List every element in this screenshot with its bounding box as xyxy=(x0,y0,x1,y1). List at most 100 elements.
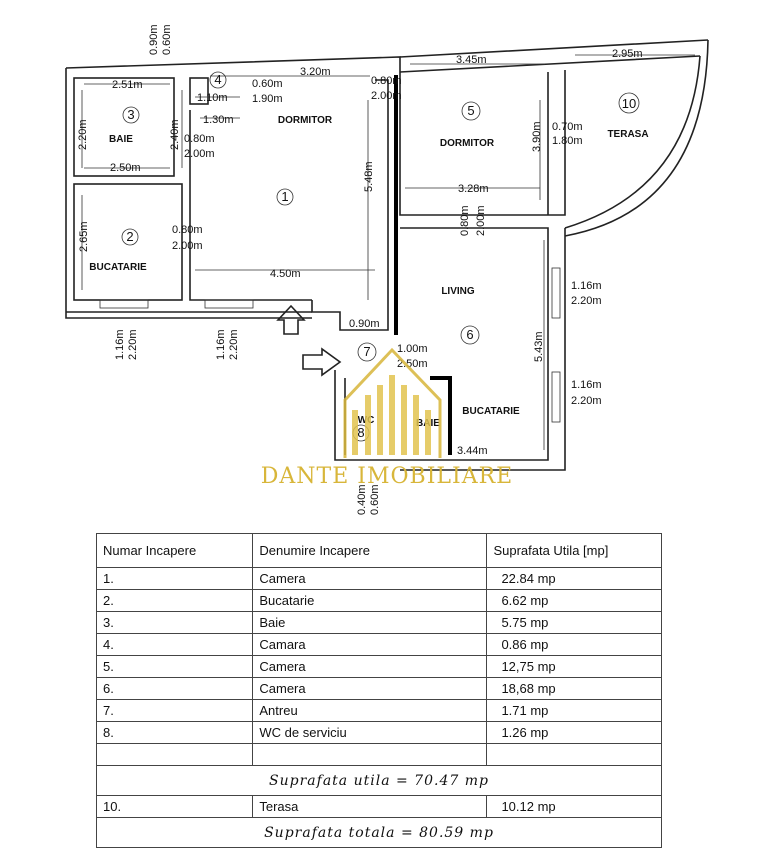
dimension-lines xyxy=(81,54,695,450)
dim-label: 2.00m xyxy=(172,240,203,252)
dim-label: 0.80m xyxy=(459,205,471,236)
dim-label: 2.51m xyxy=(112,79,143,91)
room-10-name: TERASA xyxy=(607,129,648,140)
dim-label: 3.45m xyxy=(456,54,487,66)
row-nr: 10. xyxy=(95,795,254,818)
watermark-logo-icon xyxy=(343,347,442,458)
dim-label: 2.00m xyxy=(371,90,402,102)
row-area: 12,75 mp xyxy=(501,659,556,674)
room-4-number: 4 xyxy=(214,72,221,87)
table-row: 4. Camara 0.86 mp xyxy=(95,633,662,656)
dim-label: 2.65m xyxy=(78,221,90,252)
total: Suprafata totala = 80.59 mp xyxy=(96,817,662,848)
window-4 xyxy=(551,371,561,423)
row-name: Antreu xyxy=(252,699,488,722)
dim-label: 0.60m xyxy=(161,24,173,55)
row-area: 1.26 mp xyxy=(501,725,549,740)
room-5-number: 5 xyxy=(467,103,474,118)
room-6-name: LIVING xyxy=(441,286,475,297)
dim-label: 1.16m xyxy=(215,329,227,360)
dim-label: 0.70m xyxy=(552,121,583,133)
row-area: 22.84 mp xyxy=(501,571,556,586)
dim-label: 0.60m xyxy=(369,484,381,515)
row-nr: 8. xyxy=(95,721,254,744)
row-area: 0.86 mp xyxy=(501,637,549,652)
window-3 xyxy=(551,267,561,319)
room-7-number: 7 xyxy=(363,344,370,359)
room-1-walls xyxy=(189,79,389,331)
room-5-marker xyxy=(461,101,481,121)
right-block-walls xyxy=(399,70,566,471)
row-name: Bucatarie xyxy=(252,589,488,612)
dim-label: 3.28m xyxy=(458,183,489,195)
row-area: 10.12 mp xyxy=(501,799,556,814)
dim-label: 0.40m xyxy=(356,484,368,515)
dim-label: 0.80m xyxy=(172,224,203,236)
dim-label: 2.95m xyxy=(612,48,643,60)
table-row: 10. Terasa 10.12 mp xyxy=(95,795,662,818)
room-3-walls xyxy=(73,77,175,177)
header-denumire: Denumire Incapere xyxy=(252,533,488,568)
dim-label: 2.20m xyxy=(571,395,602,407)
row-name: Baie xyxy=(252,611,488,634)
row-nr: 4. xyxy=(95,633,254,656)
dim-label: 2.50m xyxy=(397,358,428,370)
row-area: 6.62 mp xyxy=(501,593,549,608)
watermark-text: DANTE IMOBILIARE xyxy=(261,464,513,489)
dim-label: 2.00m xyxy=(475,205,487,236)
dim-label: 1.00m xyxy=(397,343,428,355)
outer-wall-top-right xyxy=(399,39,709,73)
arrow-right-icon xyxy=(302,347,342,377)
room-6-marker xyxy=(460,325,480,345)
row-nr: 5. xyxy=(95,655,254,678)
bathroom-partition xyxy=(430,376,452,455)
room-7-marker xyxy=(357,342,377,362)
room-4-marker xyxy=(209,71,227,89)
row-area: 1.71 mp xyxy=(501,703,549,718)
dim-label: 1.16m xyxy=(114,329,126,360)
table-row: 7. Antreu 1.71 mp xyxy=(95,699,662,722)
total-row: Suprafata totala = 80.59 mp xyxy=(96,817,662,848)
table-row: 2. Bucatarie 6.62 mp xyxy=(95,589,662,612)
dim-label: 0.80m xyxy=(184,133,215,145)
room-2-number: 2 xyxy=(126,229,133,244)
row-area: 18,68 mp xyxy=(501,681,556,696)
room-5-name: DORMITOR xyxy=(440,138,495,149)
dim-label: 2.20m xyxy=(228,329,240,360)
room-6-number: 6 xyxy=(466,327,473,342)
row-nr: 3. xyxy=(95,611,254,634)
dim-label: 5.43m xyxy=(533,331,545,362)
dim-label: 1.90m xyxy=(252,93,283,105)
dim-label: 2.00m xyxy=(184,148,215,160)
room-6-kitchen-name: BUCATARIE xyxy=(462,406,520,417)
room-area-table: Numar Incapere Denumire Incapere Suprafa… xyxy=(95,533,662,848)
dim-label: 2.40m xyxy=(169,119,181,150)
total-utila: Suprafata utila = 70.47 mp xyxy=(96,765,662,796)
dim-label: 3.20m xyxy=(300,66,331,78)
row-name: WC de serviciu xyxy=(252,721,488,744)
dim-label: 1.16m xyxy=(571,379,602,391)
header-suprafata: Suprafata Utila [mp] xyxy=(486,533,662,568)
table-row: 6. Camera 18,68 mp xyxy=(95,677,662,700)
dim-label: 1.16m xyxy=(571,280,602,292)
dim-label: 2.20m xyxy=(571,295,602,307)
room-1-marker xyxy=(276,188,294,206)
dim-label: 2.50m xyxy=(110,162,141,174)
room-8-number: 8 xyxy=(357,425,364,440)
window-2 xyxy=(204,299,254,309)
dim-label: 1.30m xyxy=(203,114,234,126)
table-row: 3. Baie 5.75 mp xyxy=(95,611,662,634)
row-name: Camera xyxy=(252,567,488,590)
table-row: 5. Camera 12,75 mp xyxy=(95,655,662,678)
room-2-name: BUCATARIE xyxy=(89,262,147,273)
total-utila-row: Suprafata utila = 70.47 mp xyxy=(96,765,662,796)
row-area: 5.75 mp xyxy=(501,615,549,630)
window-1 xyxy=(99,299,149,309)
table-row-empty xyxy=(95,743,662,766)
header-numar: Numar Incapere xyxy=(95,533,254,568)
table-header-row: Numar Incapere Denumire Incapere Suprafa… xyxy=(95,533,662,568)
dim-label: 4.50m xyxy=(270,268,301,280)
dim-label: 3.44m xyxy=(457,445,488,457)
terrace-arc xyxy=(564,39,709,237)
row-nr: 7. xyxy=(95,699,254,722)
